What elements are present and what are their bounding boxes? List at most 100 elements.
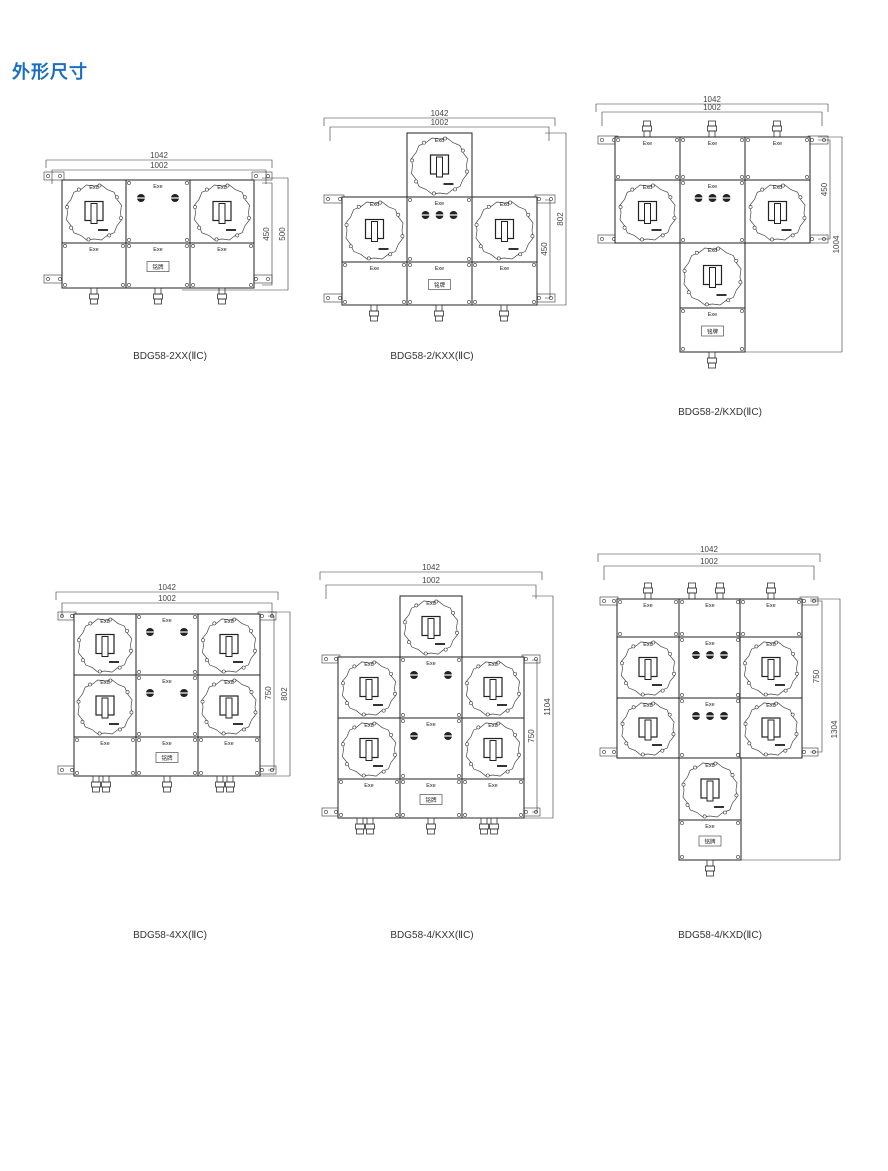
bolt-icon [212,682,216,687]
bolt-icon [443,136,447,141]
bolt-icon [730,773,735,777]
dim-width-outer: 1042 [150,151,168,160]
bolt-icon [401,713,405,717]
gland-cap [216,786,224,793]
bolt-icon [736,821,740,825]
dim-line-outer [45,159,273,168]
lamp-bar [444,735,452,737]
bolt-icon [774,701,779,706]
exe-label: Exe [426,783,435,789]
cable-gland-icon [499,304,509,322]
bolt-icon [612,599,616,603]
bolt-icon [702,814,707,819]
exe-box: Exe [471,261,538,306]
bolt-icon [127,238,131,242]
dim-width-inner: 1002 [150,161,168,170]
bolt-icon [97,183,102,188]
gland-body [370,304,378,312]
bolt-icon [622,225,627,230]
bolt-icon [69,225,73,230]
bolt-icon [770,237,774,242]
cable-gland-icon [687,582,697,600]
cable-gland-icon [101,775,111,793]
gland-nut [101,781,111,788]
bolt-icon [193,670,197,674]
bolt-icon [402,300,406,304]
bolt-icon [185,238,189,242]
bolt-icon [740,138,744,142]
bolt-icon [810,138,814,142]
bolt-icon [63,244,67,248]
bolt-icon [797,632,801,636]
exd-label: Exd [766,703,775,709]
bolt-icon [131,771,135,775]
bolt-icon [127,244,131,248]
exe-label: Exe [153,184,162,190]
exd-label: Exd [100,680,109,686]
bolt-icon [476,725,481,730]
exe-label: Exe [162,679,171,685]
exe-enclosure [189,242,255,289]
dim-line-height-inner [532,659,538,813]
exd-box: Exd [73,674,137,738]
bolt-icon [457,813,461,817]
page-title: 外形尺寸 [12,62,88,83]
dim-line-height-inner [262,182,273,286]
switch-handle [225,697,233,719]
gland-body [90,287,98,295]
exe-box: Exe [399,717,463,780]
bolt-icon [254,277,258,281]
caption: BDG58-2XX(ⅡC) [133,351,207,362]
exe-label: Exe [705,603,714,609]
bolt-icon [747,681,751,686]
bolt-icon [212,621,217,626]
gland-body [356,817,364,825]
gland-body [708,351,716,359]
bolt-icon [88,621,93,626]
bolt-icon [191,244,195,248]
exd-label: Exd [766,642,775,648]
bolt-icon [675,175,679,179]
bolt-icon [668,195,673,200]
gland-cap [708,120,716,127]
gland-nut [434,310,444,317]
lamp-bar [410,674,418,676]
bolt-icon [537,296,541,300]
bolt-icon [680,753,684,757]
switch-handle [644,659,652,680]
bolt-icon [505,769,510,774]
bolt-icon [253,648,257,653]
bolt-icon [247,216,251,220]
bolt-icon [65,205,69,209]
bolt-icon [694,250,699,255]
dim-height-inner: 450 [262,227,271,241]
rating-text [98,229,108,231]
bolt-icon [343,263,347,267]
bolt-icon [46,277,50,281]
bolt-icon [46,174,50,178]
dim-line-height-outer [465,132,567,306]
exe-enclosure [135,674,199,738]
bolt-icon [526,212,531,217]
exd-label: Exd [708,248,717,254]
dim-width-inner: 1002 [158,594,176,603]
bolt-icon [255,738,259,742]
bolt-icon [255,771,259,775]
bolt-icon [395,780,399,784]
bolt-icon [736,693,740,697]
exd-box: Exd [341,196,408,263]
gland-nut [355,823,365,830]
bolt-icon [794,732,799,737]
bolt-icon [76,699,81,704]
exe-enclosure [135,613,199,676]
exe-enclosure [399,717,463,780]
bolt-icon [681,238,685,242]
gland-body [427,817,435,825]
bolt-icon [790,712,795,717]
nameplate [698,835,722,847]
bolt-icon [795,671,799,676]
bolt-icon [660,233,665,238]
mounting-rail [43,171,65,181]
bolt-icon [118,727,122,732]
